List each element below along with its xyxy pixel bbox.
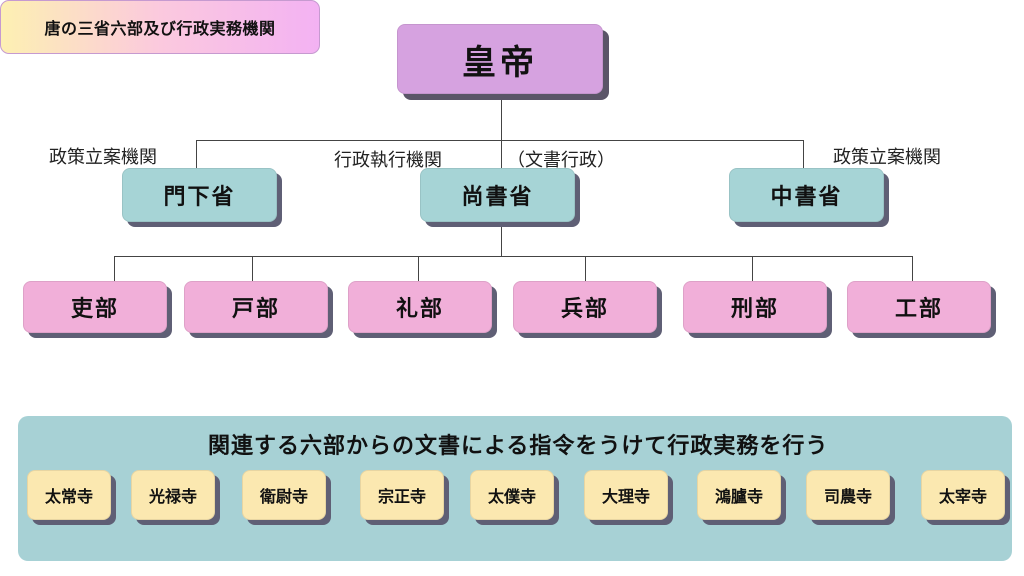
department-li-rites: 礼部	[348, 281, 492, 333]
temple-weiwei: 衛尉寺	[242, 470, 326, 520]
shangshu-note: 行政執行機関	[334, 150, 442, 171]
temple-zongzheng: 宗正寺	[360, 470, 444, 520]
menxia-note: 政策立案機関	[49, 147, 157, 168]
connector-menxia	[196, 140, 197, 168]
department-bing: 兵部	[513, 281, 657, 333]
emperor-node: 皇帝	[397, 24, 603, 94]
ministry-shangshu: 尚書省	[420, 168, 575, 222]
connector-shangshu-down	[501, 222, 502, 256]
ministry-menxia: 門下省	[122, 168, 277, 222]
connector-dept-3	[418, 256, 419, 281]
connector-ministries-horizontal	[196, 140, 804, 141]
shangshu-note-2: （文書行政）	[507, 150, 615, 171]
temple-dali: 大理寺	[584, 470, 668, 520]
department-gong: 工部	[847, 281, 991, 333]
temple-taichang: 太常寺	[27, 470, 111, 520]
temple-honglu: 鴻臚寺	[697, 470, 781, 520]
ministry-zhongshu: 中書省	[729, 168, 884, 222]
temple-taipu: 太僕寺	[470, 470, 554, 520]
temple-sinong: 司農寺	[806, 470, 890, 520]
connector-dept-4	[585, 256, 586, 281]
connector-dept-6	[912, 256, 913, 281]
panel-caption: 関連する六部からの文書による指令をうけて行政実務を行う	[208, 434, 829, 459]
connector-dept-5	[752, 256, 753, 281]
connector-departments-horizontal	[114, 256, 913, 257]
zhongshu-note: 政策立案機関	[833, 147, 941, 168]
connector-dept-1	[114, 256, 115, 281]
diagram-title: 唐の三省六部及び行政実務機関	[0, 0, 320, 54]
connector-zhongshu	[803, 140, 804, 168]
department-li: 吏部	[23, 281, 167, 333]
temple-taizai: 太宰寺	[921, 470, 1005, 520]
connector-emperor-down	[501, 94, 502, 168]
department-hu: 戸部	[184, 281, 328, 333]
connector-dept-2	[252, 256, 253, 281]
temple-guanglu: 光禄寺	[131, 470, 215, 520]
department-xing: 刑部	[683, 281, 827, 333]
